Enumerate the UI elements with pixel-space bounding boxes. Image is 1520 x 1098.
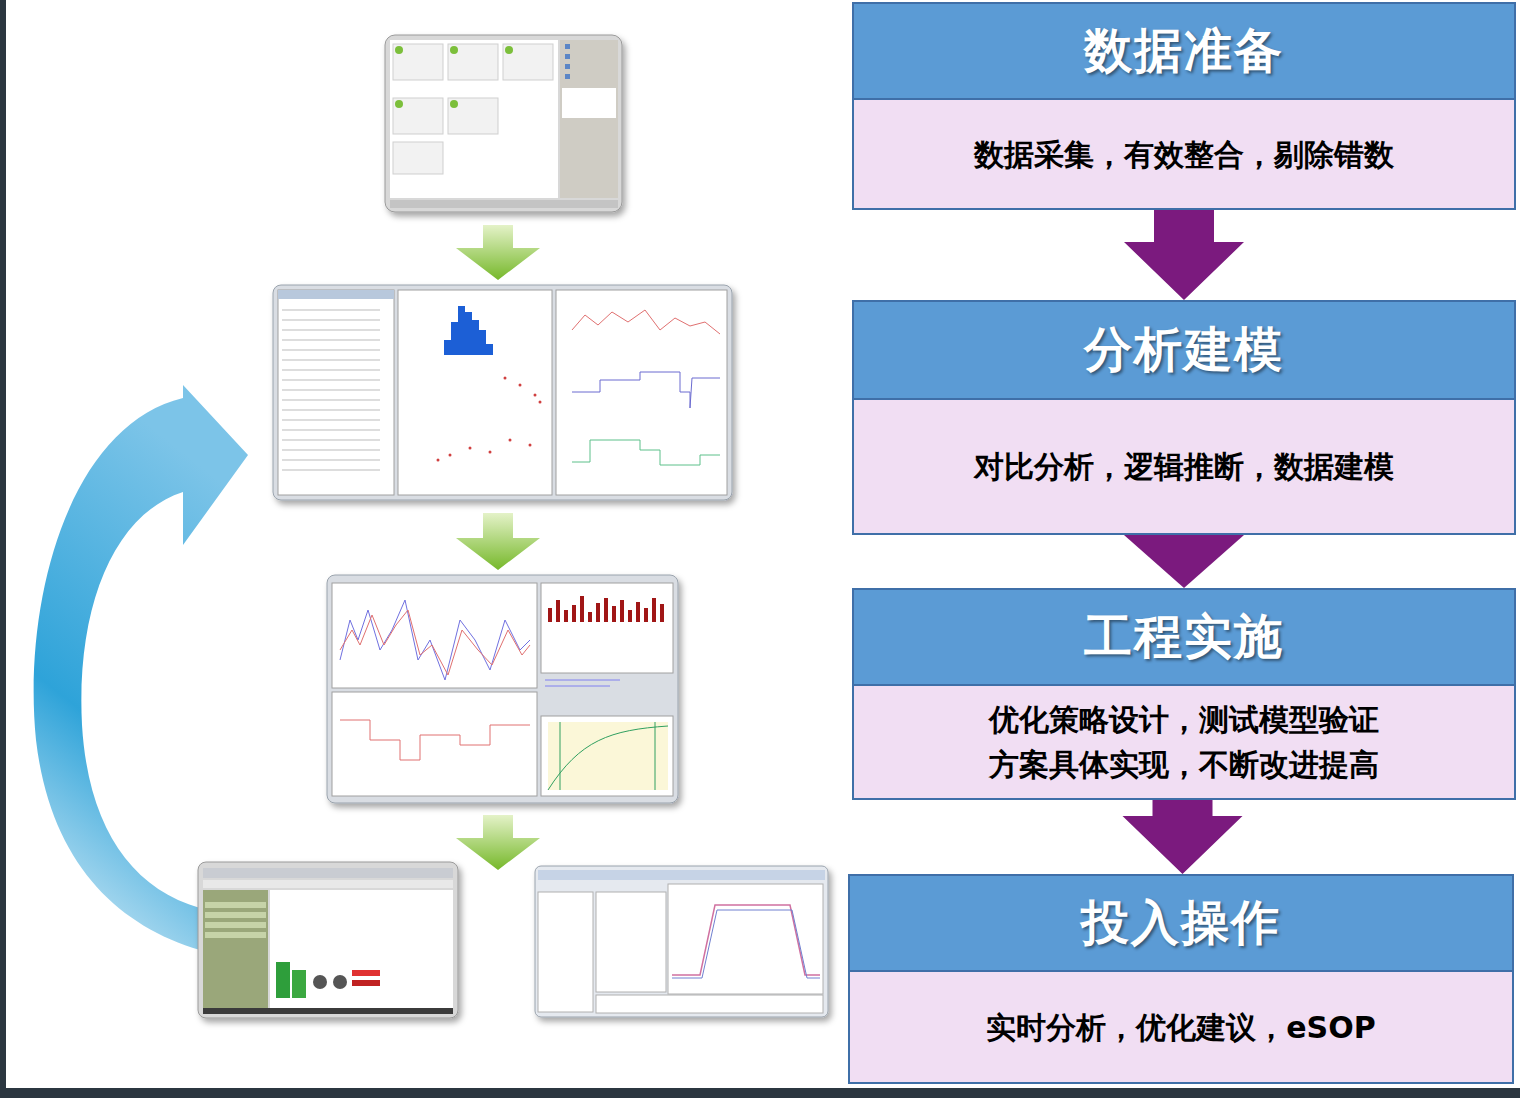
stage-header: 投入操作 xyxy=(848,874,1514,972)
stage-body: 优化策略设计，测试模型验证 方案具体实现，不断改进提高 xyxy=(852,686,1516,800)
stage-header: 数据准备 xyxy=(852,2,1516,100)
frame-bar xyxy=(0,1088,1520,1098)
screenshot xyxy=(385,35,622,212)
flow-arrow xyxy=(1123,800,1243,874)
stage-box: 分析建模对比分析，逻辑推断，数据建模 xyxy=(852,300,1516,535)
stage-body: 数据采集，有效整合，剔除错数 xyxy=(852,100,1516,210)
stage-body: 实时分析，优化建议，eSOP xyxy=(848,972,1514,1084)
stage-box: 工程实施优化策略设计，测试模型验证 方案具体实现，不断改进提高 xyxy=(852,588,1516,800)
screenshot xyxy=(198,862,458,1018)
screenshot xyxy=(273,285,732,500)
stage-title: 工程实施 xyxy=(1084,605,1284,669)
stage-body: 对比分析，逻辑推断，数据建模 xyxy=(852,400,1516,535)
stage-title: 数据准备 xyxy=(1084,19,1284,83)
screenshot xyxy=(535,866,828,1017)
stage-header: 分析建模 xyxy=(852,300,1516,400)
stage-box: 投入操作实时分析，优化建议，eSOP xyxy=(848,874,1514,1084)
stage-description: 优化策略设计，测试模型验证 方案具体实现，不断改进提高 xyxy=(980,697,1388,787)
stage-title: 投入操作 xyxy=(1081,891,1281,955)
stage-title: 分析建模 xyxy=(1084,318,1284,382)
frame-bar xyxy=(0,0,6,1098)
flow-arrow xyxy=(1124,535,1244,588)
stage-description: 对比分析，逻辑推断，数据建模 xyxy=(974,444,1394,489)
stage-box: 数据准备数据采集，有效整合，剔除错数 xyxy=(852,2,1516,210)
screenshot xyxy=(327,575,678,803)
stage-description: 数据采集，有效整合，剔除错数 xyxy=(974,132,1394,177)
flow-arrow xyxy=(1124,210,1244,300)
stage-header: 工程实施 xyxy=(852,588,1516,686)
stage-description: 实时分析，优化建议，eSOP xyxy=(986,1005,1375,1050)
